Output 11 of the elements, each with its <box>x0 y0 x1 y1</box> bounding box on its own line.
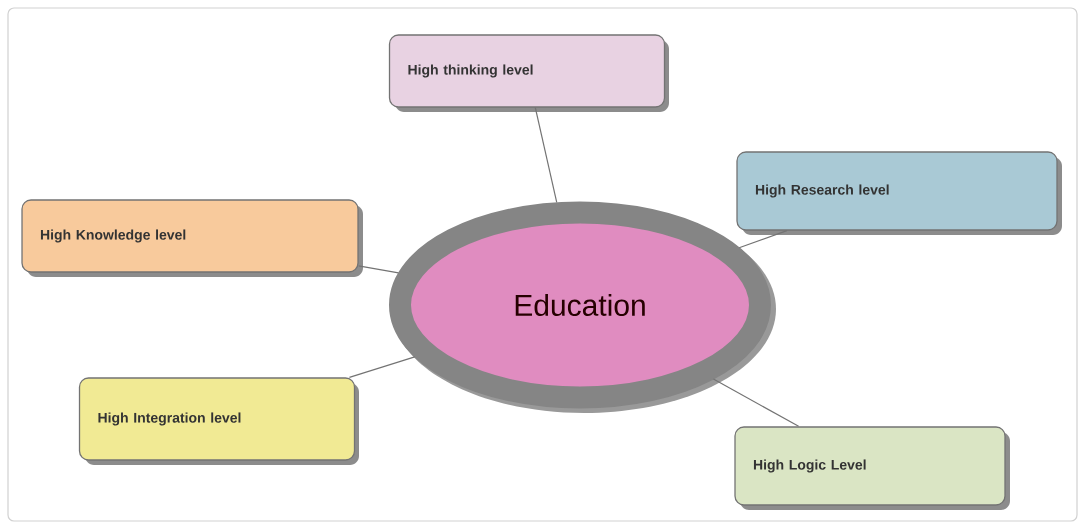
rounded-box: High Knowledge level <box>21 199 363 277</box>
ellipse-node: Education <box>389 201 776 413</box>
connector-line <box>358 265 400 274</box>
connector-line <box>534 107 558 203</box>
rounded-box: High Logic Level <box>734 426 1010 510</box>
connector-line <box>738 230 788 249</box>
rounded-box: High thinking level <box>388 34 669 112</box>
rounded-box: High Integration level <box>78 377 359 465</box>
connector-line <box>712 378 800 427</box>
connector-line <box>348 356 416 378</box>
rounded-box: High Research level <box>736 151 1062 235</box>
